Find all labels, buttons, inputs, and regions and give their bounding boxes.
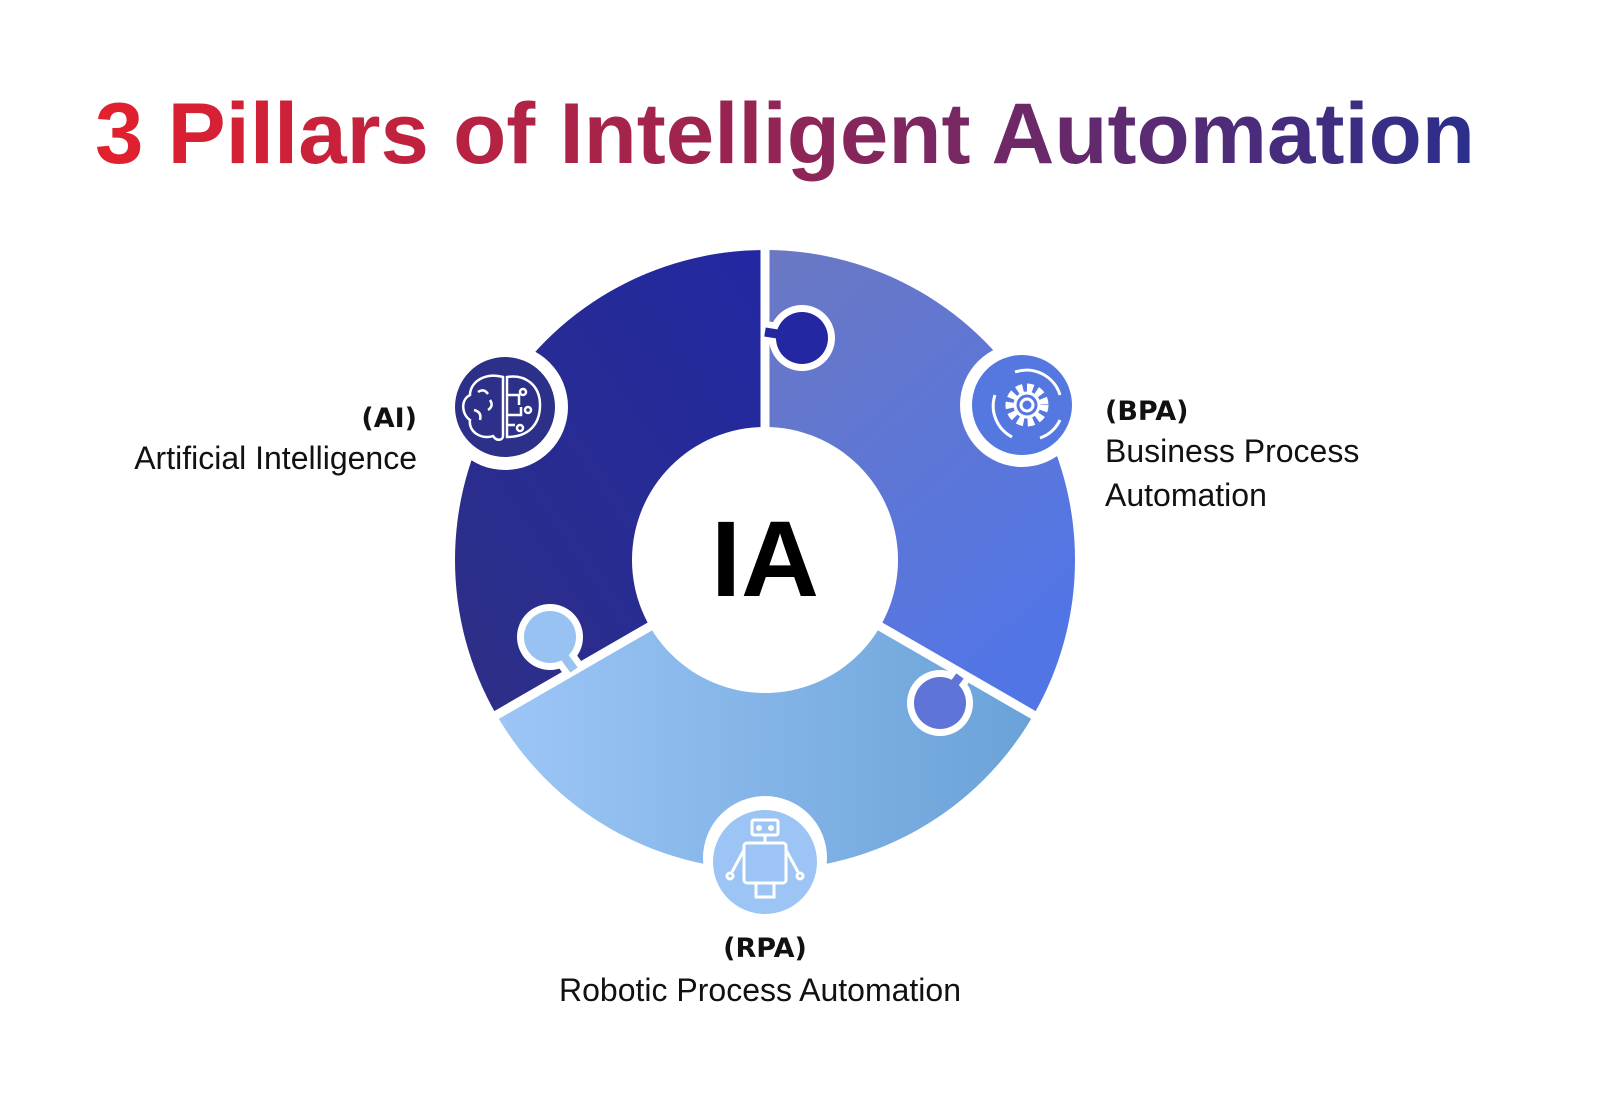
knob-ai [763, 305, 835, 371]
label-ai: (AI) Artificial Intelligence [134, 403, 417, 476]
segment-rpa [496, 620, 1034, 870]
page-title: 3 Pillars of Intelligent Automation [95, 86, 1475, 182]
segment-separator [862, 613, 1041, 722]
rpa-abbr: (RPA) [723, 933, 807, 964]
bpa-name-line2: Automation [1105, 477, 1267, 513]
rpa-icon-badge [703, 796, 827, 920]
label-bpa: (BPA) Business Process Automation [1105, 396, 1359, 513]
puzzle-knobs [517, 305, 973, 736]
ai-abbr: (AI) [361, 403, 417, 434]
bpa-abbr: (BPA) [1105, 396, 1188, 427]
brain-circuit-icon [462, 374, 542, 441]
segment-separator [489, 613, 668, 722]
segment-separators [489, 245, 1041, 722]
center-label: IA [711, 498, 819, 619]
ai-name: Artificial Intelligence [134, 440, 417, 476]
ai-icon-badge [442, 344, 568, 470]
gear-cycle-icon [991, 368, 1062, 440]
robot-icon [725, 818, 805, 899]
knob-bpa [907, 669, 973, 736]
center-circle [632, 427, 898, 693]
bpa-name-line1: Business Process [1105, 433, 1359, 469]
bpa-icon-badge [960, 343, 1084, 467]
rpa-name: Robotic Process Automation [559, 972, 961, 1008]
label-rpa: (RPA) Robotic Process Automation [559, 933, 961, 1008]
knob-rpa [517, 604, 583, 677]
